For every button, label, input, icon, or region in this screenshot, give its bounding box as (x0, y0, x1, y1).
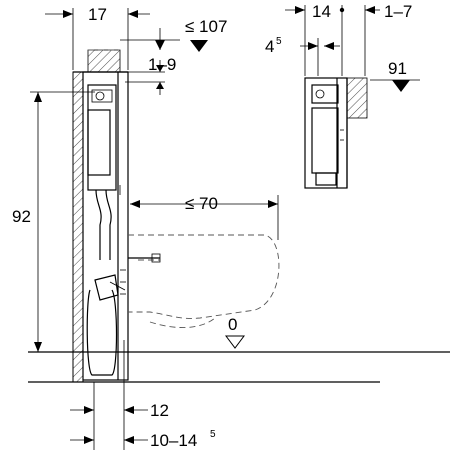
side-actuator-plate (346, 77, 368, 119)
dim-side-depth: 14 (312, 2, 331, 21)
dim-frame-height: 92 (12, 207, 31, 226)
dim-bottom-offset: 12 (150, 401, 169, 420)
dim-adjust-top: 1–9 (148, 55, 176, 74)
dim-floor-level: 0 (228, 315, 237, 334)
dim-height-top: ≤ 107 (185, 17, 227, 36)
side-detail-view: 14 1–7 4 5 91 (265, 2, 420, 189)
dim-bowl-projection: ≤ 70 (185, 194, 218, 213)
dim-side-height: 91 (388, 59, 407, 78)
dim-bottom-range: 10–14 (150, 431, 197, 450)
dim-side-adjust: 1–7 (384, 2, 412, 21)
dim-side-offset-sup: 5 (276, 36, 282, 47)
toilet-bowl-dashed (128, 234, 280, 329)
installation-frame (82, 71, 129, 381)
dim-side-offset: 4 (265, 37, 274, 56)
main-elevation-view: 17 ≤ 107 1–9 92 ≤ 70 0 (12, 5, 450, 450)
dim-bottom-range-sup: 5 (210, 429, 216, 440)
wall-hatched (72, 71, 84, 383)
top-actuator (87, 49, 121, 73)
dim-frame-depth: 17 (88, 5, 107, 24)
